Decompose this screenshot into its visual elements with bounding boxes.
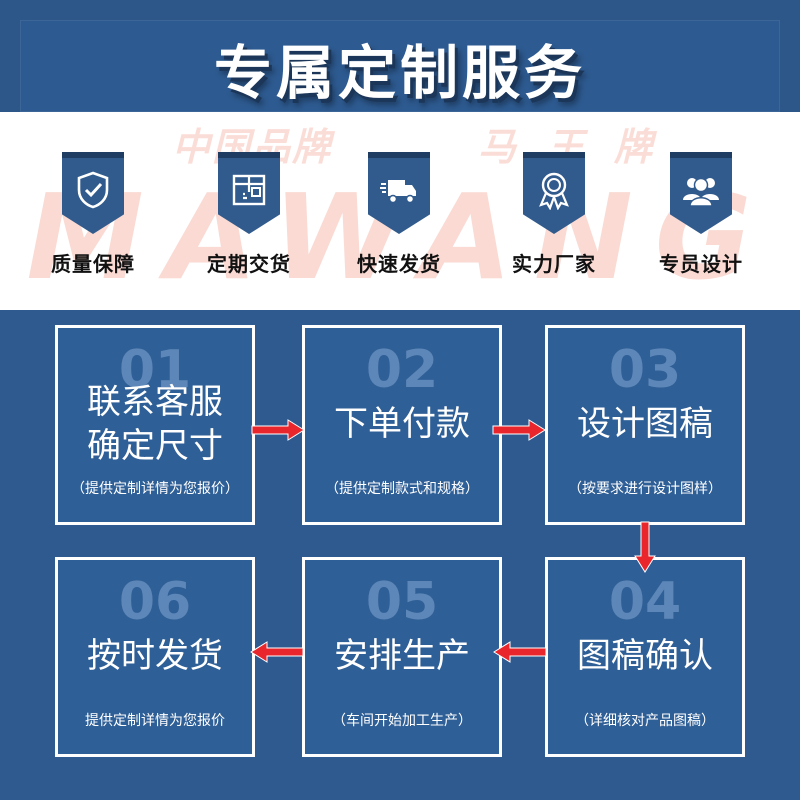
arrow-right-icon bbox=[251, 419, 305, 441]
step-number: 05 bbox=[365, 572, 439, 632]
step-card-04: 04 图稿确认 （详细核对产品图稿） bbox=[545, 557, 745, 757]
step-title-line: 确定尺寸 bbox=[87, 426, 223, 466]
feature-label: 定期交货 bbox=[207, 252, 291, 276]
feature-quality: 质量保障 bbox=[33, 152, 153, 277]
step-subtitle: （提供定制款式和规格） bbox=[325, 481, 479, 497]
award-medal-icon bbox=[523, 152, 585, 234]
step-card-01: 01 联系客服 确定尺寸 （提供定制详情为您报价） bbox=[55, 325, 255, 525]
step-title: 联系客服 确定尺寸 bbox=[58, 380, 252, 468]
step-number: 03 bbox=[608, 340, 682, 400]
step-card-02: 02 下单付款 （提供定制款式和规格） bbox=[302, 325, 502, 525]
step-title: 下单付款 bbox=[334, 404, 470, 444]
step-subtitle: （提供定制详情为您报价） bbox=[71, 481, 239, 497]
feature-strong-factory: 实力厂家 bbox=[494, 152, 614, 277]
step-title-line: 联系客服 bbox=[87, 382, 223, 422]
delivery-truck-icon bbox=[368, 152, 430, 234]
step-card-05: 05 安排生产 （车间开始加工生产） bbox=[302, 557, 502, 757]
feature-label: 实力厂家 bbox=[512, 252, 596, 276]
step-number: 06 bbox=[118, 572, 192, 632]
process-area: 01 联系客服 确定尺寸 （提供定制详情为您报价） 02 下单付款 （提供定制款… bbox=[0, 310, 800, 800]
step-number: 02 bbox=[365, 340, 439, 400]
feature-delivery-schedule: 定期交货 bbox=[189, 152, 309, 277]
page-title: 专属定制服务 bbox=[213, 39, 586, 107]
arrow-down-icon bbox=[634, 521, 656, 573]
feature-fast-shipping: 快速发货 bbox=[339, 152, 459, 277]
arrow-left-icon bbox=[493, 641, 547, 663]
shield-check-icon bbox=[62, 152, 124, 234]
step-title: 按时发货 bbox=[87, 636, 223, 676]
team-people-icon bbox=[670, 152, 732, 234]
feature-label: 专员设计 bbox=[659, 252, 743, 276]
box-icon bbox=[218, 152, 280, 234]
step-subtitle: 提供定制详情为您报价 bbox=[85, 713, 225, 729]
feature-label: 质量保障 bbox=[51, 252, 135, 276]
title-banner bbox=[20, 20, 780, 112]
step-number: 01 bbox=[118, 340, 192, 400]
step-card-06: 06 按时发货 提供定制详情为您报价 bbox=[55, 557, 255, 757]
step-card-03: 03 设计图稿 （按要求进行设计图样） bbox=[545, 325, 745, 525]
header: 专属定制服务 bbox=[0, 0, 800, 112]
feature-label: 快速发货 bbox=[357, 252, 441, 276]
arrow-left-icon bbox=[250, 641, 304, 663]
step-subtitle: （按要求进行设计图样） bbox=[568, 481, 722, 497]
step-title: 安排生产 bbox=[334, 636, 470, 676]
feature-strip: 中国品牌 马王牌 MAWANG 质量保障 定期交货 bbox=[0, 112, 800, 310]
step-title: 图稿确认 bbox=[577, 636, 713, 676]
step-subtitle: （车间开始加工生产） bbox=[332, 713, 472, 729]
arrow-right-icon bbox=[492, 419, 546, 441]
feature-designer: 专员设计 bbox=[641, 152, 761, 277]
step-number: 04 bbox=[608, 572, 682, 632]
step-subtitle: （详细核对产品图稿） bbox=[575, 713, 715, 729]
step-title: 设计图稿 bbox=[577, 404, 713, 444]
